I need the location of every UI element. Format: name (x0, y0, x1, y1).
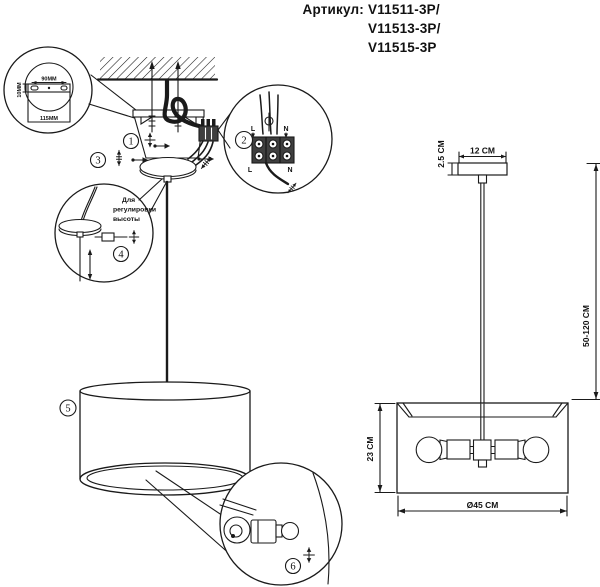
shade-front-view (396, 402, 569, 494)
article-number-2: V11513-3P/ (368, 21, 441, 36)
socket-left (446, 439, 471, 460)
dim-suspension-length: 50-120 CM (571, 162, 600, 401)
dimensioned-view: 12 CM 2.5 CM 50-120 CM (365, 140, 600, 517)
bracket-detail-balloon: 90MM 115MM 10MM (3, 46, 142, 134)
height-adjust-balloon: Для регулировки высоты 4 (54, 178, 167, 283)
svg-text:5: 5 (65, 404, 70, 415)
socket-hub (223, 516, 251, 544)
callout-5: 5 (59, 399, 77, 417)
canopy-width-label: 12 CM (470, 146, 495, 156)
mounting-plate (27, 83, 71, 123)
lamp-shade: 5 (59, 381, 251, 557)
dim-shade-diameter: Ø45 CM (397, 495, 568, 517)
updown-arrow-icon (87, 249, 93, 280)
article-number-1: V11511-3P/ (368, 2, 440, 17)
shade-diameter-label: Ø45 CM (467, 500, 499, 510)
canopy-height-label: 2.5 CM (436, 140, 446, 167)
shade-top-rim (79, 381, 251, 401)
height-note-line1: Для (122, 197, 135, 204)
detail-pointer (145, 479, 233, 557)
balloon-outline (3, 46, 93, 134)
dim-shade-height: 23 CM (365, 402, 396, 494)
canopy-front (457, 162, 508, 176)
callout-6: 6 (284, 557, 302, 575)
ceiling-bolt-left (148, 61, 156, 133)
article-label: Артикул: (303, 2, 365, 17)
height-note-line3: высоты (113, 216, 140, 223)
canopy-side-view (58, 218, 102, 238)
adjust-screw-icon (94, 229, 140, 245)
plate-thickness-dim: 10MM (17, 82, 23, 98)
ceiling-canopy (139, 156, 197, 183)
bulb-icon (275, 521, 300, 541)
socket-right (494, 439, 519, 460)
plate-base-dim: 115MM (40, 116, 58, 122)
wire-label-live-bottom: L (248, 167, 253, 174)
ceiling-hatch (100, 57, 215, 79)
dim-canopy-height: 2.5 CM (436, 140, 458, 176)
height-note-line2: регулировки (113, 207, 156, 214)
shade-bottom-rim-inner (86, 465, 244, 491)
header: Артикул: V11511-3P/ V11513-3P/ V11515-3P (303, 2, 441, 55)
callout-2: 2 (234, 130, 254, 150)
lamp-socket (250, 519, 277, 544)
wire-label-live-top: L (251, 126, 256, 133)
callout-3: 3 (89, 151, 107, 169)
svg-text:3: 3 (95, 156, 100, 167)
svg-text:6: 6 (290, 562, 295, 573)
callout-1: 1 (122, 132, 140, 150)
article-number-3: V11515-3P (368, 40, 437, 55)
shade-height-label: 23 CM (365, 436, 375, 461)
shade-wall-section (312, 472, 330, 585)
wiring-detail-balloon: L N L N (217, 84, 333, 195)
ground-icon (264, 112, 274, 132)
terminal-block (251, 136, 295, 164)
bulb-icon-right (517, 436, 550, 464)
svg-text:1: 1 (128, 137, 133, 148)
terminal-connector (198, 119, 219, 142)
mounting-assembly: 1 3 (89, 61, 219, 183)
magnifier-circle (24, 62, 74, 112)
dim-canopy-width: 12 CM (458, 146, 507, 164)
wire-label-neutral-top: N (283, 126, 288, 133)
plate-width-dim: 90MM (41, 77, 57, 83)
plate-dimensions: 90MM 115MM 10MM (17, 77, 67, 122)
suspension-length-label: 50-120 CM (581, 305, 591, 347)
bulb-icon-left (415, 436, 448, 464)
power-cable (162, 78, 207, 131)
socket-detail-balloon: 6 (219, 462, 343, 586)
balloon-outline (219, 462, 343, 586)
bracket-bar (132, 109, 205, 118)
wire-label-neutral-bottom: N (287, 167, 292, 174)
screw-icon-step3 (115, 149, 123, 167)
callout-4: 4 (112, 245, 130, 263)
svg-text:2: 2 (241, 136, 246, 147)
ceiling (96, 57, 219, 81)
center-hub (472, 439, 492, 461)
svg-text:4: 4 (118, 250, 124, 261)
